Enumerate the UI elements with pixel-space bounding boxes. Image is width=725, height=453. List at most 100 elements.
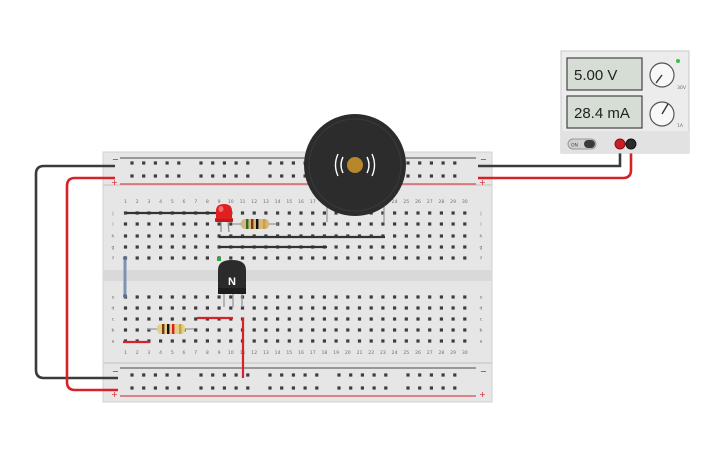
rail-hole[interactable] xyxy=(211,174,215,178)
breadboard-hole[interactable] xyxy=(416,328,420,332)
breadboard-hole[interactable] xyxy=(404,306,408,310)
rail-hole[interactable] xyxy=(429,174,433,178)
breadboard-hole[interactable] xyxy=(182,234,186,238)
breadboard-hole[interactable] xyxy=(135,245,139,249)
breadboard-hole[interactable] xyxy=(205,295,209,299)
breadboard-hole[interactable] xyxy=(346,306,350,310)
breadboard-hole[interactable] xyxy=(416,245,420,249)
breadboard-hole[interactable] xyxy=(276,306,280,310)
breadboard-hole[interactable] xyxy=(229,339,233,343)
breadboard-hole[interactable] xyxy=(334,256,338,260)
breadboard-hole[interactable] xyxy=(369,317,373,321)
breadboard-hole[interactable] xyxy=(135,306,139,310)
rail-hole[interactable] xyxy=(165,373,169,377)
rail-hole[interactable] xyxy=(177,373,181,377)
power-supply[interactable]: 5.00 V 28.4 mA 30V 1A ON xyxy=(560,50,690,154)
breadboard-hole[interactable] xyxy=(357,256,362,260)
breadboard[interactable]: − + − + − + − + 112233445566778899101011… xyxy=(102,151,493,403)
rail-hole[interactable] xyxy=(280,174,284,178)
breadboard-hole[interactable] xyxy=(147,306,151,310)
breadboard-hole[interactable] xyxy=(357,222,362,226)
rail-hole[interactable] xyxy=(441,161,445,165)
breadboard-hole[interactable] xyxy=(264,317,268,321)
breadboard-hole[interactable] xyxy=(463,256,467,260)
rail-hole[interactable] xyxy=(177,386,181,390)
breadboard-hole[interactable] xyxy=(287,339,291,343)
breadboard-hole[interactable] xyxy=(194,295,198,299)
breadboard-hole[interactable] xyxy=(135,234,139,238)
breadboard-hole[interactable] xyxy=(229,222,233,226)
breadboard-hole[interactable] xyxy=(451,211,455,215)
breadboard-hole[interactable] xyxy=(229,256,233,260)
rail-hole[interactable] xyxy=(142,373,146,377)
breadboard-hole[interactable] xyxy=(276,339,280,343)
breadboard-hole[interactable] xyxy=(393,306,397,310)
breadboard-hole[interactable] xyxy=(264,211,268,215)
breadboard-hole[interactable] xyxy=(404,339,408,343)
breadboard-hole[interactable] xyxy=(439,295,443,299)
rail-hole[interactable] xyxy=(418,386,422,390)
breadboard-hole[interactable] xyxy=(369,306,373,310)
breadboard-hole[interactable] xyxy=(346,222,350,226)
rail-hole[interactable] xyxy=(429,161,433,165)
breadboard-hole[interactable] xyxy=(276,211,280,215)
breadboard-hole[interactable] xyxy=(322,295,326,299)
rail-hole[interactable] xyxy=(337,386,341,390)
breadboard-hole[interactable] xyxy=(311,317,315,321)
breadboard-hole[interactable] xyxy=(194,317,198,321)
breadboard-hole[interactable] xyxy=(404,328,408,332)
rail-hole[interactable] xyxy=(268,386,272,390)
rail-hole[interactable] xyxy=(234,386,238,390)
breadboard-hole[interactable] xyxy=(217,306,221,310)
rail-hole[interactable] xyxy=(406,174,410,178)
breadboard-hole[interactable] xyxy=(322,339,326,343)
rail-hole[interactable] xyxy=(406,386,410,390)
breadboard-hole[interactable] xyxy=(276,328,280,332)
rail-hole[interactable] xyxy=(153,386,157,390)
breadboard-hole[interactable] xyxy=(428,306,432,310)
breadboard-hole[interactable] xyxy=(194,339,198,343)
rail-hole[interactable] xyxy=(291,386,295,390)
breadboard-hole[interactable] xyxy=(205,234,209,238)
led-red[interactable] xyxy=(215,204,233,233)
breadboard-hole[interactable] xyxy=(287,328,291,332)
breadboard-hole[interactable] xyxy=(404,234,408,238)
resistor-top[interactable] xyxy=(233,219,278,229)
rail-hole[interactable] xyxy=(222,386,226,390)
breadboard-hole[interactable] xyxy=(346,317,350,321)
breadboard-hole[interactable] xyxy=(205,339,209,343)
breadboard-hole[interactable] xyxy=(170,256,174,260)
breadboard-hole[interactable] xyxy=(393,328,397,332)
rail-hole[interactable] xyxy=(153,373,157,377)
resistor-bottom[interactable] xyxy=(147,324,194,334)
breadboard-hole[interactable] xyxy=(463,234,467,238)
breadboard-hole[interactable] xyxy=(182,339,186,343)
breadboard-hole[interactable] xyxy=(123,245,128,249)
breadboard-hole[interactable] xyxy=(416,339,420,343)
breadboard-hole[interactable] xyxy=(170,222,174,226)
rail-hole[interactable] xyxy=(372,373,376,377)
wire-left-positive[interactable] xyxy=(65,176,118,392)
rail-hole[interactable] xyxy=(222,161,226,165)
rail-hole[interactable] xyxy=(165,161,169,165)
breadboard-hole[interactable] xyxy=(369,222,373,226)
breadboard-hole[interactable] xyxy=(159,339,163,343)
breadboard-hole[interactable] xyxy=(147,328,151,332)
rail-hole[interactable] xyxy=(291,161,295,165)
breadboard-hole[interactable] xyxy=(287,295,291,299)
breadboard-hole[interactable] xyxy=(463,295,467,299)
board-wires[interactable] xyxy=(123,211,385,378)
breadboard-hole[interactable] xyxy=(428,245,432,249)
piezo-buzzer[interactable] xyxy=(304,114,406,222)
breadboard-hole[interactable] xyxy=(229,306,233,310)
breadboard-hole[interactable] xyxy=(393,295,397,299)
rail-hole[interactable] xyxy=(384,373,388,377)
rail-hole[interactable] xyxy=(406,373,410,377)
breadboard-hole[interactable] xyxy=(463,339,467,343)
rail-hole[interactable] xyxy=(142,161,146,165)
breadboard-hole[interactable] xyxy=(170,234,174,238)
breadboard-hole[interactable] xyxy=(276,256,280,260)
breadboard-hole[interactable] xyxy=(135,295,139,299)
breadboard-hole[interactable] xyxy=(334,339,338,343)
